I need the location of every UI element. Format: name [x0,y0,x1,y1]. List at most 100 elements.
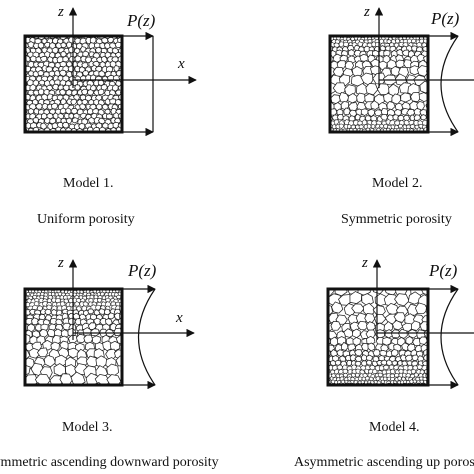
pore-cell [345,389,348,392]
pore-cell [343,328,354,338]
pore-cell [409,124,416,129]
pore-cell [365,83,379,96]
pore-cell [97,117,106,125]
pore-cell [124,132,130,137]
pore-cell [382,386,385,389]
pore-cell [365,388,368,391]
pore-cell [360,388,363,391]
pore-cell [392,389,395,392]
pore-cell [70,108,79,115]
pore-cell [339,134,342,137]
pore-cell [87,308,95,315]
pore-cell [381,389,385,393]
pore-cell [365,359,373,366]
pore-cell [79,103,87,111]
pore-cell [347,369,353,375]
pore-cell [420,114,427,121]
pore-cell [332,389,336,392]
pore-cell [393,312,406,323]
pore-cell [46,298,52,304]
pore-cell [386,388,390,391]
pore-cell [334,359,342,366]
pore-cell [371,388,375,391]
ascending-porosity-cells [316,289,434,393]
pore-cell [372,49,380,57]
pore-cell [91,108,100,115]
pore-cell [404,354,413,362]
pore-cell [331,301,344,314]
pore-cell [50,102,58,110]
pore-cell [427,386,430,389]
pore-cell [419,379,424,384]
pore-cell [353,134,357,137]
pore-cell [343,372,348,378]
pore-cell [411,134,415,137]
pore-cell [355,372,360,378]
pore-cell [316,313,327,324]
pore-cell [412,379,417,384]
pore-cell [333,134,337,137]
pore-cell [399,386,403,389]
pore-cell [378,365,385,371]
pore-cell [361,342,370,351]
pore-cell [345,134,348,137]
pore-cell [420,289,428,296]
pore-cell [81,88,88,96]
pore-cell [358,124,364,130]
pore-cell [414,302,428,314]
pore-cell [411,354,420,361]
pore-cell [338,369,344,375]
pore-cell [382,124,389,129]
model-label-2: Model 2. [372,176,423,191]
pore-cell [402,134,406,137]
load-curve-3 [138,288,156,386]
pore-cell [90,74,97,82]
pore-cell [375,386,378,389]
caption-3: Asymmetric ascending downward porosity [0,455,219,470]
pore-cell [341,388,344,391]
pore-cell [429,370,434,375]
pore-cell [423,134,426,137]
pore-cell [112,133,118,140]
pore-cell [418,336,428,345]
pore-cell [411,38,416,44]
pore-cell [364,312,376,323]
pore-cell [413,114,421,121]
descending-porosity-cells [25,289,122,385]
pore-cell [98,308,106,315]
symmetric-porosity-cells [327,36,428,137]
pore-cell [386,39,392,44]
pore-cell [347,49,355,57]
pore-cell [123,48,129,54]
pore-cell [360,365,367,371]
pore-cell [360,360,368,367]
pore-cell [99,291,105,297]
pore-cell [46,133,52,140]
pore-cell [405,389,408,393]
load-label-3: P(z) [127,261,157,280]
pore-cell [417,134,421,137]
pore-cell [106,37,115,43]
pore-cell [399,134,403,137]
pore-cell [410,92,422,103]
pore-cell [97,88,105,96]
pore-cell [34,373,51,385]
pore-cell [43,117,51,125]
pore-cell [407,329,418,339]
pore-cell [333,119,340,125]
pore-cell [80,112,87,120]
pore-cell [403,119,410,126]
pore-cell [419,80,428,94]
pore-cell [362,389,365,392]
panel-model-4: z P(z) Model 4. Asymmetric ascending up … [294,255,474,470]
pore-cell [330,94,341,105]
pore-cell [387,134,390,137]
pore-cell [397,123,404,129]
pore-cell [95,46,102,54]
pore-cell [405,134,408,137]
x-axis-label-3: x [175,310,183,326]
pore-cell [60,42,67,49]
pore-cell [36,347,49,358]
pore-cell [327,133,330,136]
pore-cell [357,134,361,137]
